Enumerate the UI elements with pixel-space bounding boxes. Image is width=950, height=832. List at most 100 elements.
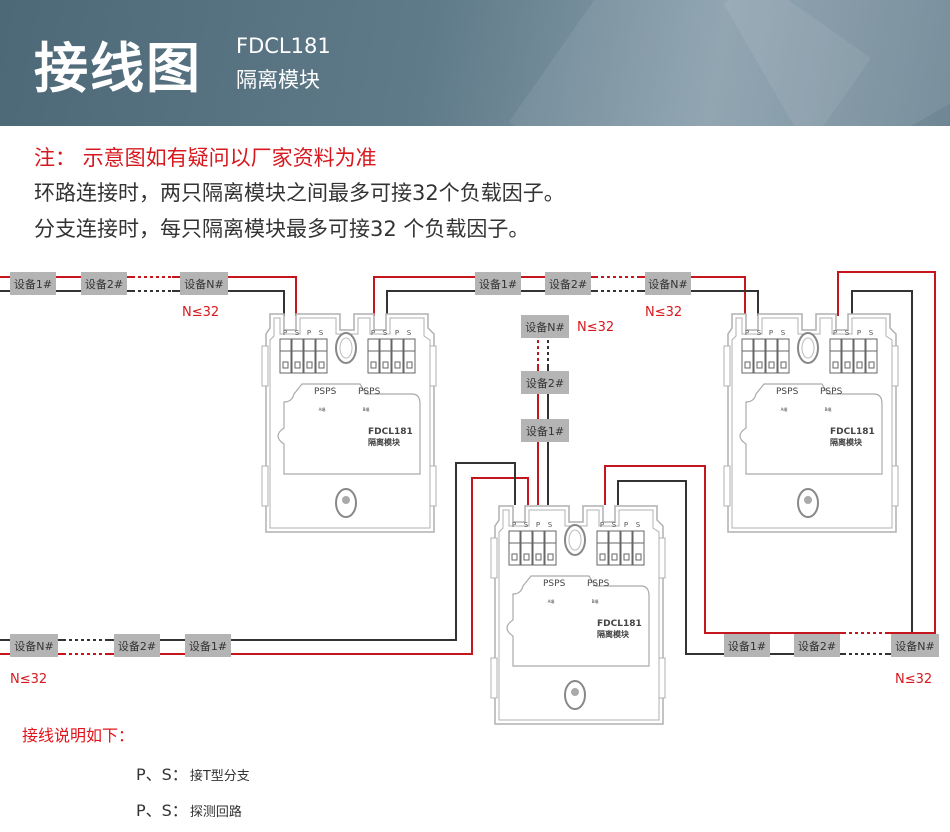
wire-red (604, 465, 935, 634)
terminal-label: S (295, 329, 300, 337)
side-clip (723, 465, 731, 507)
limit-label: N≤32 (182, 305, 219, 320)
mount-hole-inner (339, 337, 353, 359)
device-box-bg (521, 419, 569, 442)
port-label: PSPS (587, 579, 610, 589)
limit-label: N≤32 (895, 672, 932, 687)
branch-note: 分支连接时，每只隔离模块最多可接32 个负载因子。 (34, 217, 530, 241)
terminal-label: P (745, 329, 749, 337)
terminal-label: P (395, 329, 399, 337)
side-clip (658, 537, 666, 579)
legend-desc: 探测回路 (189, 805, 242, 820)
mount-hole (564, 524, 586, 556)
side-clip (490, 537, 498, 579)
port-a-label: A端 (319, 406, 326, 412)
terminal-screw (611, 553, 618, 561)
hang-hole-inner (804, 496, 812, 504)
terminal-screw (382, 361, 389, 369)
wire-black (851, 290, 913, 646)
device-box-bg (545, 272, 591, 295)
port-b-label: B端 (592, 598, 599, 604)
device-box-bg (180, 272, 228, 295)
port-a-label: A端 (781, 406, 788, 412)
legend-title: 接线说明如下： (22, 726, 135, 745)
wire-red (837, 271, 936, 646)
device-label: 设备N# (184, 277, 223, 291)
terminal-screw (868, 361, 875, 369)
port-label: PSPS (776, 387, 799, 397)
side-clip (891, 465, 899, 507)
terminal (303, 338, 316, 374)
side-clip (261, 465, 269, 507)
terminal (841, 338, 854, 374)
legend-key: P、S： (136, 765, 188, 784)
terminal (544, 530, 557, 566)
terminal (508, 530, 521, 566)
terminal-label: P (600, 521, 604, 529)
terminal-screw (406, 361, 413, 369)
wire-red (0, 477, 529, 655)
device-label: 设备1# (479, 277, 517, 291)
side-clip (490, 657, 498, 699)
device-box: 设备N# (10, 634, 58, 657)
device-label: 设备2# (118, 639, 156, 653)
terminal-label: S (636, 521, 641, 529)
terminal (520, 530, 533, 566)
device-box: 设备2# (114, 634, 160, 657)
terminal (741, 338, 754, 374)
terminal-screw (744, 361, 751, 369)
terminal-label: S (383, 329, 388, 337)
terminal (829, 338, 842, 374)
terminal-screw (318, 361, 325, 369)
terminal-screw (511, 553, 518, 561)
terminal-label: P (512, 521, 516, 529)
module-inner-outline (731, 317, 893, 529)
terminal-label: S (757, 329, 762, 337)
terminal-screw (370, 361, 377, 369)
terminal-label: P (307, 329, 311, 337)
device-label: 设备2# (85, 277, 123, 291)
legend-desc: 接T型分支 (189, 769, 250, 784)
wire-black (0, 462, 516, 641)
product-name: 隔离模块 (236, 68, 320, 92)
device-box: 设备N# (521, 315, 569, 338)
port-b-label: B端 (363, 406, 370, 412)
terminal (391, 338, 404, 374)
device-label: 设备1# (189, 639, 227, 653)
terminal-screw (535, 553, 542, 561)
hang-hole-inner (571, 688, 579, 696)
module-name: 隔离模块 (830, 437, 863, 447)
terminal-label: P (283, 329, 287, 337)
side-clip (429, 465, 437, 507)
port-label: PSPS (820, 387, 843, 397)
header-banner: 接线图 FDCL181 隔离模块 (0, 0, 950, 126)
terminal (367, 338, 380, 374)
port-a-label: A端 (548, 598, 555, 604)
terminal-screw (768, 361, 775, 369)
module-model: FDCL181 (830, 427, 875, 437)
terminal-label: P (536, 521, 540, 529)
terminal-screw (832, 361, 839, 369)
device-box: 设备1# (475, 272, 521, 295)
terminal-screw (844, 361, 851, 369)
terminal-screw (294, 361, 301, 369)
terminal-label: P (371, 329, 375, 337)
terminal (315, 338, 328, 374)
terminal (403, 338, 416, 374)
label-area (739, 383, 883, 475)
product-model: FDCL181 (236, 34, 331, 58)
port-label: PSPS (543, 579, 566, 589)
device-box: 设备N# (180, 272, 228, 295)
device-box-bg (10, 634, 58, 657)
hang-hole-inner (342, 496, 350, 504)
terminal-screw (635, 553, 642, 561)
terminal (777, 338, 790, 374)
terminal (632, 530, 645, 566)
page-title: 接线图 (34, 37, 202, 100)
device-box: 设备1# (521, 419, 569, 442)
device-box-bg (645, 272, 691, 295)
terminal-label: S (319, 329, 324, 337)
side-clip (658, 657, 666, 699)
